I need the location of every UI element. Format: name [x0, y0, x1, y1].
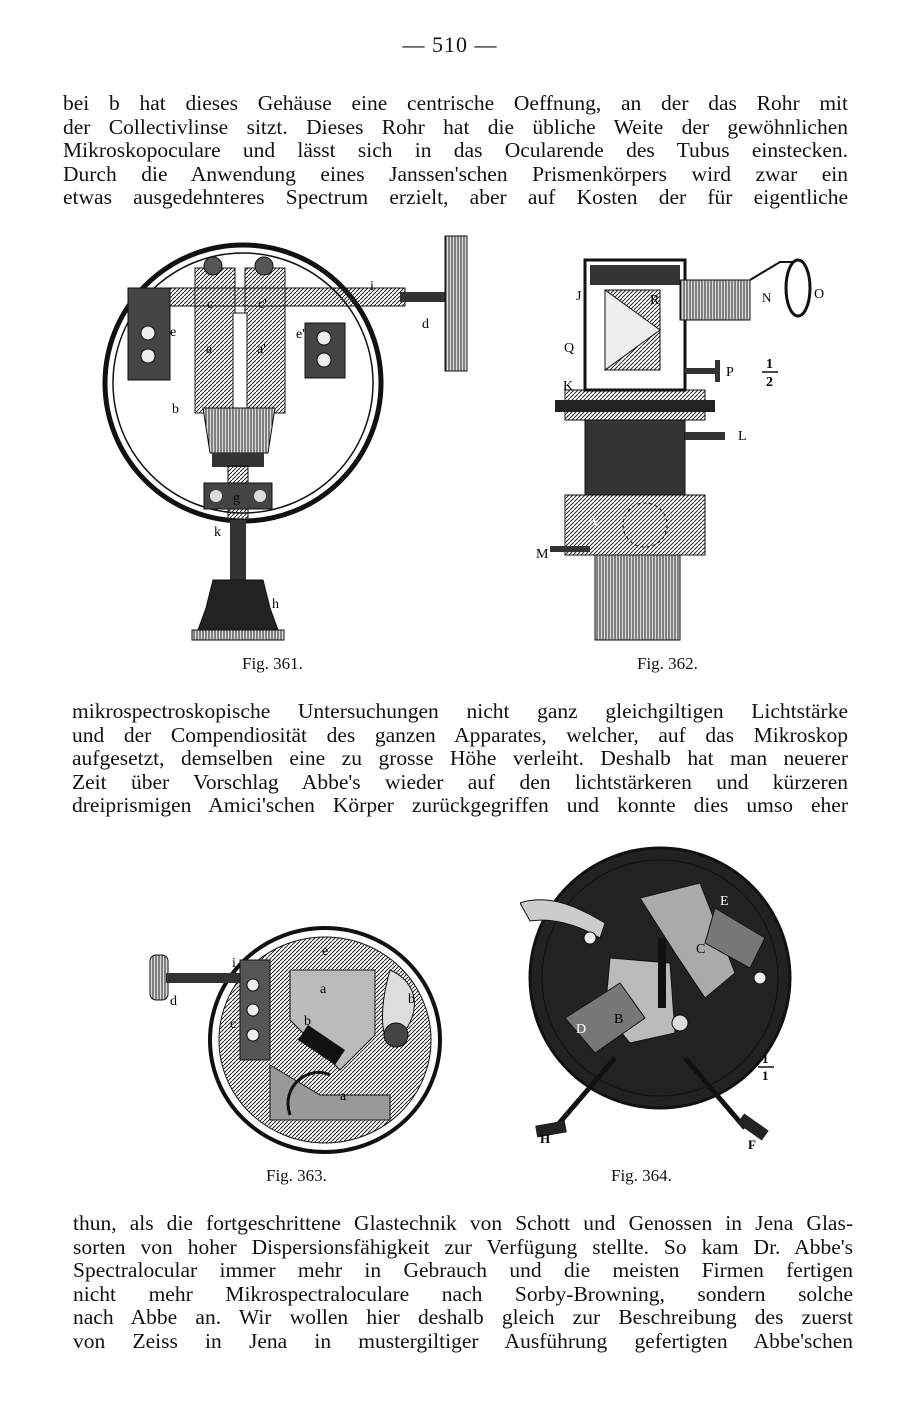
- figure-361: e e' c c' a a' d i b g k h: [102, 235, 468, 641]
- fig363-label-i: i: [232, 956, 236, 971]
- fig361-label-c: c: [207, 297, 213, 312]
- fig362-label-P: P: [726, 365, 734, 380]
- fig362-label-N: N: [762, 290, 772, 305]
- fig362-label-J: J: [576, 289, 582, 304]
- fig364-label-C: C: [696, 942, 705, 957]
- fig364-label-F: F: [748, 1137, 756, 1152]
- text-line: bei b hat dieses Gehäuse eine centrische…: [63, 91, 848, 115]
- text-line: nach Abbe an. Wir wollen hier deshalb gl…: [73, 1305, 853, 1330]
- fig-364-caption: Fig. 364.: [611, 1166, 672, 1185]
- fig362-label-M: M: [536, 547, 549, 562]
- figure-362: J R N O Q P K L A M 1 2: [536, 258, 824, 641]
- fig362-scale-numerator: 1: [766, 357, 773, 372]
- fig361-label-b: b: [172, 402, 179, 417]
- text-line: Durch die Anwendung eines Janssen'schen …: [63, 161, 848, 186]
- fig362-label-Q: Q: [564, 341, 574, 356]
- paragraph-1: bei b hat dieses Gehäuse eine centrische…: [63, 91, 848, 210]
- fig361-label-a-prime: a': [257, 342, 266, 357]
- text-line: thun, als die fortgeschrittene Glastechn…: [73, 1211, 853, 1235]
- fig363-label-d: d: [170, 994, 177, 1009]
- paragraph-2: mikrospectroskopische Untersuchungen nic…: [72, 699, 848, 818]
- fig361-label-a: a: [206, 342, 213, 357]
- fig364-scale-denominator: 1: [762, 1068, 769, 1083]
- fig-363-caption: Fig. 363.: [266, 1166, 327, 1185]
- fig364-label-B: B: [614, 1012, 623, 1027]
- fig361-label-c-prime: c': [258, 297, 267, 312]
- fig363-label-e: e: [322, 944, 328, 959]
- text-line: Mikroskopoculare und lässt sich in das O…: [63, 138, 848, 163]
- figure-364: E C D B H F 1 1: [520, 846, 792, 1152]
- fig-362-caption: Fig. 362.: [637, 654, 698, 673]
- text-line: der Collectivlinse sitzt. Dieses Rohr ha…: [63, 114, 848, 139]
- fig364-label-E: E: [720, 894, 729, 909]
- fig362-label-L: L: [738, 429, 747, 444]
- fig-361-caption: Fig. 361.: [242, 654, 303, 673]
- text-line: und der Compendiosität des ganzen Appara…: [72, 722, 848, 747]
- text-line: mikrospectroskopische Untersuchungen nic…: [72, 699, 848, 723]
- text-line: Spectralocular immer mehr in Gebrauch un…: [73, 1258, 853, 1283]
- paragraph-3: thun, als die fortgeschrittene Glastechn…: [73, 1211, 853, 1354]
- fig361-label-g: g: [233, 491, 240, 506]
- fig363-label-a2: a: [340, 1089, 347, 1104]
- fig362-label-A: A: [588, 514, 599, 529]
- fig362-label-R: R: [650, 293, 660, 308]
- fig363-label-c: c: [230, 1017, 236, 1032]
- fig361-label-e: e: [170, 325, 176, 340]
- fig361-label-k: k: [214, 525, 221, 540]
- fig361-label-d: d: [422, 317, 429, 332]
- figure-363: d i c e a b b a: [149, 926, 442, 1154]
- text-line: aufgesetzt, demselben eine zu grosse Höh…: [72, 746, 848, 771]
- text-line: von Zeiss in Jena in mustergiltiger Ausf…: [73, 1328, 853, 1353]
- fig362-label-O: O: [814, 287, 824, 302]
- page-number: — 510 —: [402, 32, 498, 57]
- fig364-label-D: D: [576, 1022, 586, 1037]
- fig364-label-H: H: [540, 1131, 550, 1146]
- text-line: etwas ausgedehnteres Spectrum erzielt, a…: [63, 185, 848, 210]
- fig363-label-a: a: [320, 982, 327, 997]
- text-line: Zeit über Vorschlag Abbe's wieder auf de…: [72, 769, 848, 794]
- fig361-label-e-prime: e': [296, 327, 305, 342]
- text-line: dreiprismigen Amici'schen Körper zurückg…: [72, 793, 848, 818]
- text-line: nicht mehr Mikrospectraloculare nach Sor…: [73, 1281, 853, 1306]
- fig364-scale-numerator: 1: [762, 1051, 769, 1066]
- fig362-label-K: K: [563, 379, 573, 394]
- fig363-label-b: b: [408, 992, 415, 1007]
- fig361-label-i: i: [370, 279, 374, 294]
- text-line: sorten von hoher Dispersionsfähigkeit zu…: [73, 1234, 853, 1259]
- fig362-scale-denominator: 2: [766, 375, 773, 390]
- fig361-label-h: h: [272, 597, 279, 612]
- fig363-label-b2: b: [304, 1014, 311, 1029]
